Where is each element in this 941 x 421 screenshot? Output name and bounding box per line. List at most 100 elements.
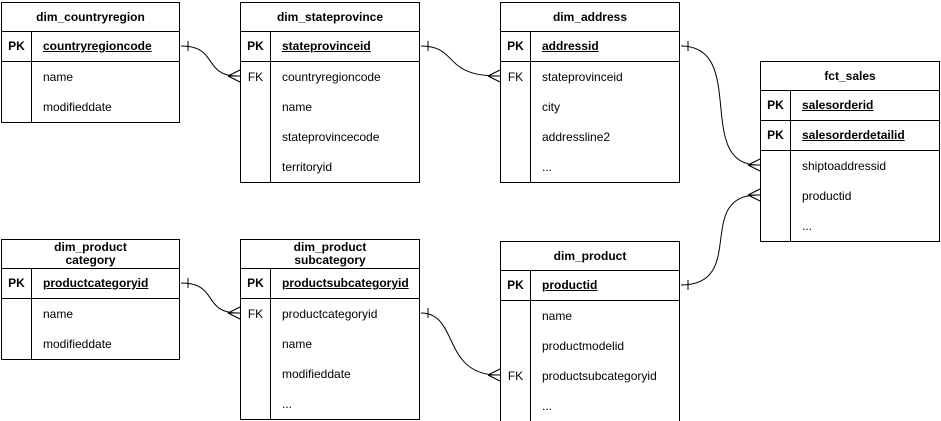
table-title-line: category — [65, 253, 116, 267]
relation-countryregion-stateprovince[interactable] — [180, 41, 241, 83]
connector-line[interactable] — [180, 45, 239, 77]
field-name: modifieddate — [43, 99, 112, 114]
cardinality-many-crowfoot — [227, 306, 241, 320]
field-row: modifieddate — [241, 359, 419, 389]
key-cell: PK — [761, 121, 791, 150]
field-name: ... — [802, 218, 813, 233]
field-row: ... — [761, 211, 939, 241]
field-row: modifieddate — [2, 329, 179, 359]
key-cell — [501, 152, 531, 182]
field-name: stateprovincecode — [282, 129, 380, 144]
field-name: salesorderdetailid — [802, 128, 905, 142]
relation-subcategory-product[interactable] — [420, 308, 501, 382]
cardinality-many-crowfoot — [487, 69, 501, 83]
key-cell — [501, 391, 531, 421]
field-name: addressline2 — [542, 129, 611, 144]
key-cell — [241, 92, 271, 122]
key-cell — [2, 299, 32, 329]
key-cell — [241, 152, 271, 182]
key-cell — [761, 151, 791, 181]
key-cell: PK — [501, 271, 531, 300]
key-cell — [241, 329, 271, 359]
key-cell: FK — [241, 299, 271, 329]
key-cell: FK — [241, 62, 271, 92]
connector-line[interactable] — [680, 194, 759, 286]
field-row: shiptoaddressid — [761, 151, 939, 181]
pk-field-row: PK salesorderid — [761, 91, 939, 121]
key-cell: PK — [501, 32, 531, 61]
table-title-line: dim_address — [552, 9, 628, 24]
field-row: productid — [761, 181, 939, 211]
field-name: name — [43, 69, 74, 84]
key-cell — [501, 122, 531, 152]
field-row: name — [2, 62, 179, 92]
field-row: name — [241, 92, 419, 122]
field-name: name — [43, 306, 74, 321]
key-cell — [241, 122, 271, 152]
field-name: countryregioncode — [282, 69, 381, 84]
field-row: addressline2 — [501, 122, 679, 152]
field-row: name — [2, 299, 179, 329]
cardinality-many-crowfoot — [747, 188, 761, 202]
table-title: dim_address — [501, 3, 679, 32]
key-cell — [241, 359, 271, 389]
field-name: shiptoaddressid — [802, 158, 887, 173]
key-cell — [501, 331, 531, 361]
connector-line[interactable] — [180, 282, 239, 314]
field-name: name — [282, 336, 313, 351]
table-title-line: dim_countryregion — [36, 9, 145, 24]
relation-stateprovince-address[interactable] — [420, 41, 501, 83]
field-row: FK productsubcategoryid — [501, 361, 679, 391]
field-name: productsubcategoryid — [282, 276, 409, 290]
key-cell: FK — [501, 361, 531, 391]
field-row: ... — [501, 391, 679, 421]
relation-address-sales[interactable] — [680, 41, 761, 172]
field-name: ... — [542, 398, 553, 413]
field-name: productsubcategoryid — [542, 368, 657, 383]
key-cell: PK — [241, 269, 271, 298]
cardinality-many-crowfoot — [487, 368, 501, 382]
field-name: productcategoryid — [43, 276, 149, 290]
connector-line[interactable] — [420, 45, 499, 77]
key-cell — [501, 301, 531, 331]
key-cell: PK — [2, 32, 32, 61]
key-cell: PK — [241, 32, 271, 61]
key-cell: FK — [501, 62, 531, 92]
relation-category-subcategory[interactable] — [180, 278, 241, 320]
field-name: ... — [542, 159, 553, 174]
table-title: fct_sales — [761, 62, 939, 91]
connector-line[interactable] — [680, 45, 759, 166]
field-name: productid — [542, 278, 598, 292]
field-row: FK countryregioncode — [241, 62, 419, 92]
key-cell: PK — [761, 91, 791, 120]
field-name: name — [282, 99, 313, 114]
table-title-line: dim_product — [553, 248, 627, 263]
field-name: name — [542, 308, 573, 323]
relation-product-sales[interactable] — [680, 188, 761, 290]
field-row: territoryid — [241, 152, 419, 182]
field-row: name — [241, 329, 419, 359]
key-cell — [761, 211, 791, 241]
field-row: stateprovincecode — [241, 122, 419, 152]
table-title-line: dim_product — [54, 240, 127, 254]
field-name: countryregioncode — [43, 39, 152, 53]
connector-line[interactable] — [420, 312, 499, 376]
field-name: modifieddate — [43, 336, 112, 351]
field-name: addressid — [542, 39, 599, 53]
field-name: city — [542, 99, 560, 114]
field-row: city — [501, 92, 679, 122]
field-name: salesorderid — [802, 98, 874, 112]
